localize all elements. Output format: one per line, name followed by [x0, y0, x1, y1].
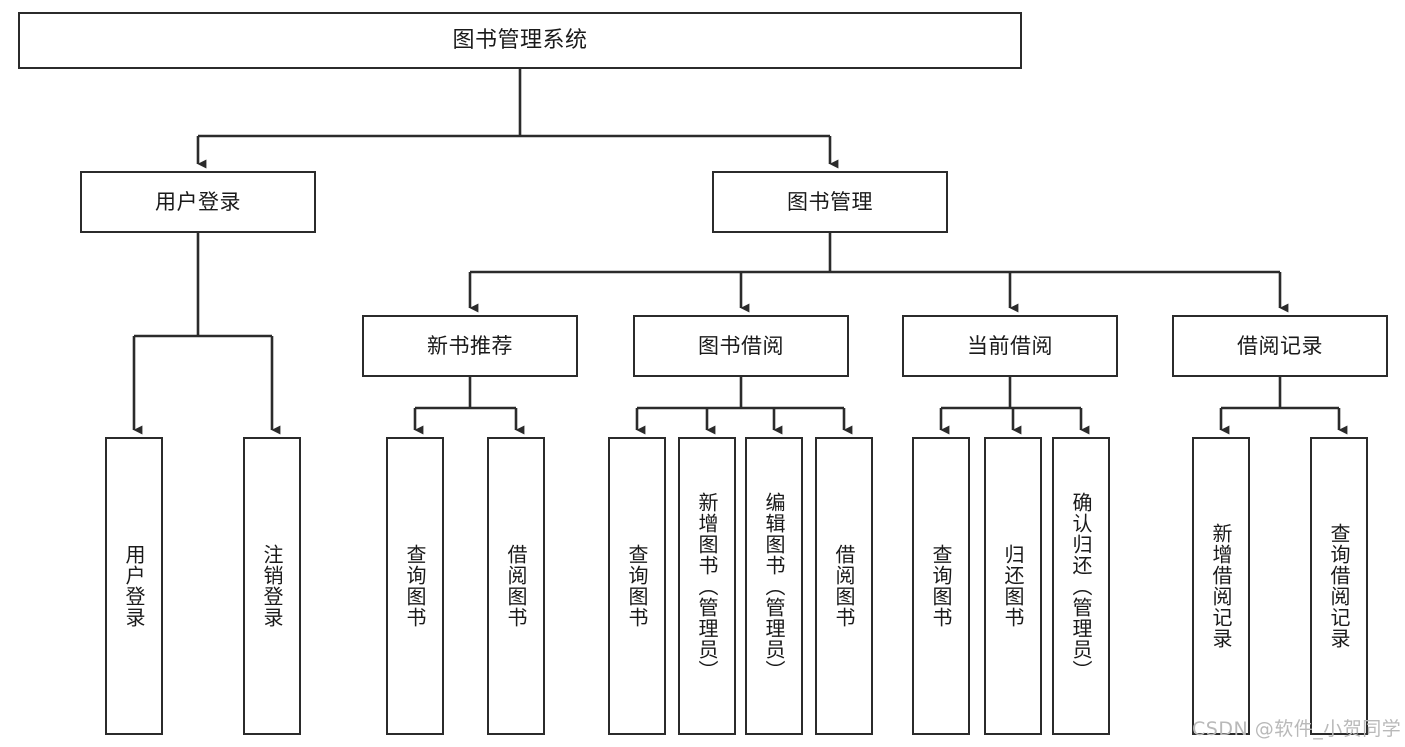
node-leaf-borrow-book-1[interactable]: 借阅图书 [487, 437, 545, 735]
node-leaf-add-book[interactable]: 新增图书（管理员） [678, 437, 736, 735]
node-label-leaf-borrow-book-2: 借阅图书 [832, 544, 856, 628]
node-leaf-return-book[interactable]: 归还图书 [984, 437, 1042, 735]
node-current-borrow[interactable]: 当前借阅 [902, 315, 1118, 377]
node-leaf-logout[interactable]: 注销登录 [243, 437, 301, 735]
node-label-leaf-return-book: 归还图书 [1001, 544, 1025, 628]
node-label-root: 图书管理系统 [452, 27, 588, 53]
node-label-leaf-add-book: 新增图书（管理员） [695, 491, 719, 681]
node-label-leaf-logout: 注销登录 [260, 544, 284, 628]
node-label-new-book-recommend: 新书推荐 [427, 333, 513, 358]
node-leaf-query-book-2[interactable]: 查询图书 [608, 437, 666, 735]
node-label-current-borrow: 当前借阅 [967, 333, 1053, 358]
node-leaf-edit-book[interactable]: 编辑图书（管理员） [745, 437, 803, 735]
node-leaf-query-record[interactable]: 查询借阅记录 [1310, 437, 1368, 735]
node-label-borrow-record: 借阅记录 [1237, 333, 1323, 358]
node-label-user-login: 用户登录 [155, 189, 241, 214]
node-leaf-query-book-3[interactable]: 查询图书 [912, 437, 970, 735]
node-new-book-recommend[interactable]: 新书推荐 [362, 315, 578, 377]
node-leaf-add-record[interactable]: 新增借阅记录 [1192, 437, 1250, 735]
node-book-management[interactable]: 图书管理 [712, 171, 948, 233]
node-label-book-borrow: 图书借阅 [698, 333, 784, 358]
node-label-leaf-query-book-2: 查询图书 [625, 544, 649, 628]
node-book-borrow[interactable]: 图书借阅 [633, 315, 849, 377]
node-label-leaf-confirm-return: 确认归还（管理员） [1069, 491, 1093, 681]
node-label-leaf-query-book-3: 查询图书 [929, 544, 953, 628]
node-label-book-management: 图书管理 [787, 189, 873, 214]
node-user-login[interactable]: 用户登录 [80, 171, 316, 233]
node-leaf-borrow-book-2[interactable]: 借阅图书 [815, 437, 873, 735]
node-leaf-user-login[interactable]: 用户登录 [105, 437, 163, 735]
node-borrow-record[interactable]: 借阅记录 [1172, 315, 1388, 377]
node-label-leaf-query-record: 查询借阅记录 [1327, 523, 1351, 649]
node-label-leaf-add-record: 新增借阅记录 [1209, 523, 1233, 649]
node-label-leaf-borrow-book-1: 借阅图书 [504, 544, 528, 628]
node-label-leaf-query-book-1: 查询图书 [403, 544, 427, 628]
node-leaf-query-book-1[interactable]: 查询图书 [386, 437, 444, 735]
node-label-leaf-user-login: 用户登录 [122, 544, 146, 628]
node-label-leaf-edit-book: 编辑图书（管理员） [762, 491, 786, 681]
node-leaf-confirm-return[interactable]: 确认归还（管理员） [1052, 437, 1110, 735]
node-root-system[interactable]: 图书管理系统 [18, 12, 1022, 69]
